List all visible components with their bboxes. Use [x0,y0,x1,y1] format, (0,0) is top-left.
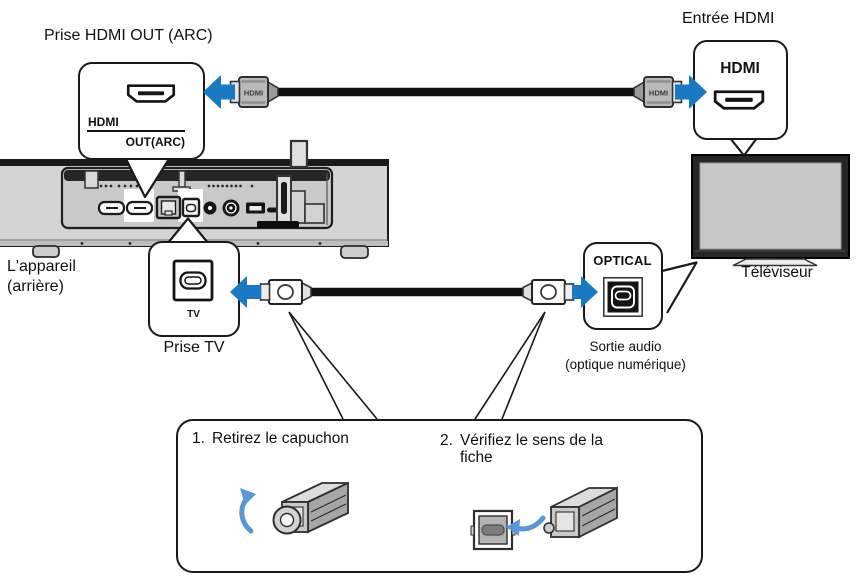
step-1-number: 1. [192,430,205,447]
instruction-pointer-lines [288,311,546,420]
tv-jack-label: Prise TV [163,339,225,356]
tv-port-caption: TV [187,309,200,320]
hdmi-port-icon [126,84,176,103]
audio-output-label: Sortie audio(optique numérique) [565,339,686,372]
soundbar-top-edge [0,159,388,166]
optical-port-caption: OPTICAL [593,253,652,268]
soundbar-foot-left [32,245,60,258]
tv-jack-callout-tail [167,217,209,244]
cable-clip [289,139,309,169]
tv-label: Téléviseur [741,264,813,281]
optical-port-icon [172,259,214,302]
tv-stand [732,258,818,267]
tv-jack-callout-box: TV [148,241,240,337]
caption-divider [87,129,185,132]
hdmi-in-port-caption: HDMI [720,60,760,77]
callout-tails [125,137,758,314]
optical-tv-port-rear [181,197,201,218]
check-orientation-illustration [470,486,618,551]
hdmi-out-label: Prise HDMI OUT (ARC) [44,27,213,44]
tv-illustration [691,154,850,267]
step-1-text: Retirez le capuchon [211,430,349,447]
soundbar-foot-right [340,245,369,259]
hdmi-out-callout-tail [125,158,170,199]
remove-cap-illustration [239,481,349,535]
hdmi-port-caption: HDMI [88,115,119,129]
vent-holes [99,184,254,188]
hdmi-in-label: Entrée HDMI [682,10,775,27]
hdmi-out-callout-box: HDMI OUT(ARC) [78,62,205,160]
instruction-box: 1. Retirez le capuchon 2. Vérifiez le se… [176,419,703,573]
device-label: L'appareil(arrière) [7,258,76,295]
optical-port-black-icon [602,277,643,317]
out-arc-caption: OUT(ARC) [125,135,185,149]
hdmi-port-icon [713,90,765,110]
optical-callout-box: OPTICAL [583,242,663,330]
hdmi-in-callout-box: HDMI [693,40,788,140]
hdmi-in-callout-tail [729,137,758,157]
step-1: 1. Retirez le capuchon [192,430,349,447]
step-2-number: 2. [440,432,453,449]
insert-direction-arrow [514,515,546,532]
tv-screen [699,162,842,250]
optical-callout-tail [661,261,698,314]
